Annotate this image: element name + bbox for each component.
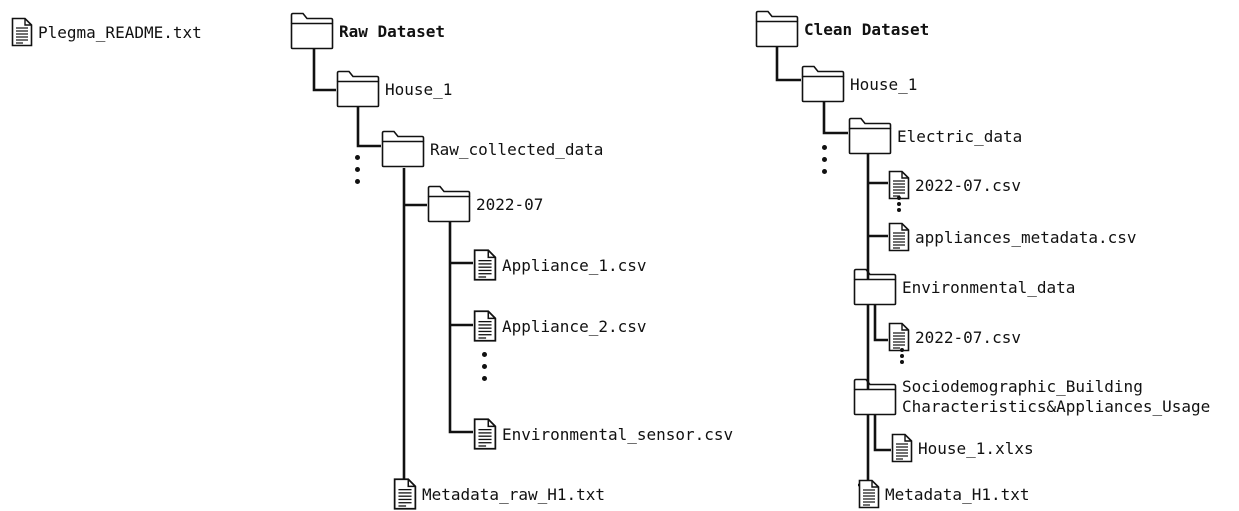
tree-connector-line — [822, 102, 848, 135]
raw-file-appliance-2: Appliance_2.csv — [473, 309, 647, 343]
clean-house-label: House_1 — [850, 74, 918, 94]
raw-metadata-label: Metadata_raw_H1.txt — [422, 484, 606, 504]
raw-house-label: House_1 — [385, 79, 453, 99]
raw-file-label: Appliance_1.csv — [502, 255, 647, 275]
tree-connector-line — [356, 107, 381, 148]
raw-metadata-file: Metadata_raw_H1.txt — [393, 477, 605, 511]
raw-file-environmental-sensor: Environmental_sensor.csv — [473, 417, 733, 451]
readme-label: Plegma_README.txt — [38, 22, 202, 42]
ellipsis-more-months — [899, 348, 905, 364]
document-icon — [888, 170, 910, 200]
document-icon — [473, 249, 497, 281]
tree-connector-line — [448, 222, 473, 434]
folder-icon — [848, 117, 892, 155]
raw-month-folder: 2022-07 — [427, 185, 543, 223]
ellipsis-more-houses — [821, 145, 827, 174]
tree-connector-line — [858, 154, 870, 487]
clean-socio-label: Sociodemographic_Building Characteristic… — [902, 377, 1211, 416]
clean-electric-label: Electric_data — [897, 126, 1023, 146]
clean-socio-file: House_1.xlxs — [891, 433, 1034, 463]
folder-icon — [290, 12, 334, 50]
raw-collected-folder: Raw_collected_data — [381, 130, 603, 168]
clean-environmental-folder: Environmental_data — [853, 268, 1075, 306]
raw-file-label: Environmental_sensor.csv — [502, 424, 734, 444]
ellipsis-more-months — [896, 196, 902, 212]
document-icon — [888, 322, 910, 352]
document-icon — [473, 418, 497, 450]
clean-environmental-file: 2022-07.csv — [888, 322, 1021, 352]
clean-socio-folder: Sociodemographic_Building Characteristic… — [853, 377, 1210, 417]
folder-icon — [381, 130, 425, 168]
document-icon — [473, 310, 497, 342]
clean-file-label: 2022-07.csv — [915, 175, 1021, 195]
readme-file: Plegma_README.txt — [11, 17, 202, 47]
ellipsis-more-houses — [354, 155, 360, 184]
tree-connector-line — [775, 47, 801, 82]
raw-dataset-label: Raw Dataset — [339, 21, 445, 41]
raw-month-label: 2022-07 — [476, 194, 544, 214]
raw-dataset-folder: Raw Dataset — [290, 12, 445, 50]
folder-icon — [336, 70, 380, 108]
folder-icon — [427, 185, 471, 223]
document-icon — [891, 433, 913, 463]
clean-electric-folder: Electric_data — [848, 117, 1022, 155]
clean-metadata-file: Metadata_H1.txt — [858, 479, 1030, 509]
document-icon — [888, 222, 910, 252]
clean-file-label: 2022-07.csv — [915, 327, 1021, 347]
folder-icon — [801, 65, 845, 103]
document-icon — [11, 17, 33, 47]
raw-collected-label: Raw_collected_data — [430, 139, 604, 159]
folder-icon — [755, 10, 799, 48]
folder-icon — [853, 378, 897, 416]
raw-file-label: Appliance_2.csv — [502, 316, 647, 336]
document-icon — [858, 479, 880, 509]
clean-house-folder: House_1 — [801, 65, 917, 103]
folder-icon — [853, 268, 897, 306]
clean-metadata-label: Metadata_H1.txt — [885, 484, 1030, 504]
raw-file-appliance-1: Appliance_1.csv — [473, 248, 647, 282]
clean-file-label: appliances_metadata.csv — [915, 227, 1137, 247]
raw-house-folder: House_1 — [336, 70, 452, 108]
tree-connector-line — [873, 415, 891, 452]
ellipsis-more-appliances — [481, 352, 487, 381]
clean-file-label: House_1.xlxs — [918, 438, 1034, 458]
document-icon — [393, 478, 417, 510]
clean-environmental-label: Environmental_data — [902, 277, 1076, 297]
tree-connector-line — [312, 48, 336, 92]
clean-dataset-folder: Clean Dataset — [755, 10, 929, 48]
clean-electric-file-metadata: appliances_metadata.csv — [888, 222, 1137, 252]
tree-connector-line — [873, 305, 888, 342]
clean-dataset-label: Clean Dataset — [804, 19, 930, 39]
clean-electric-file-month: 2022-07.csv — [888, 170, 1021, 200]
